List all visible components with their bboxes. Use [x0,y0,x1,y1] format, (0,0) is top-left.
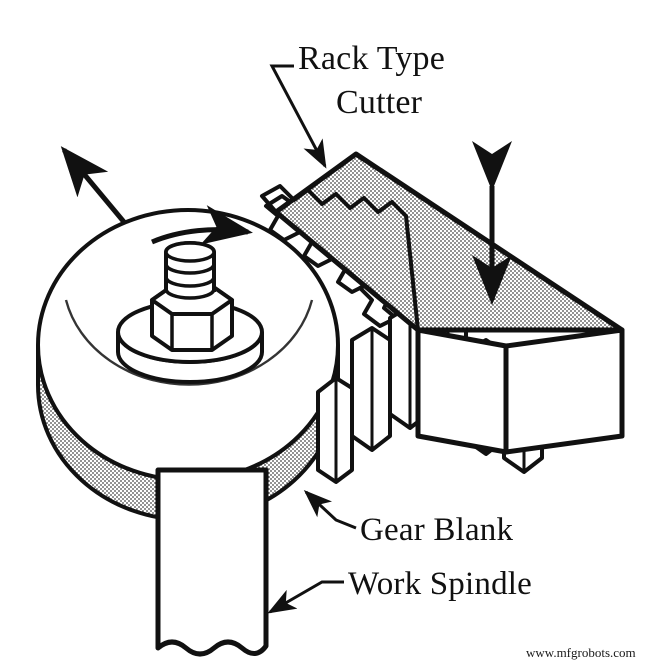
leader-work-spindle [267,580,344,614]
leader-gear-blank [303,489,357,530]
feed-arrow [60,146,126,224]
rack-cutter [260,151,625,455]
label-rack-type-cutter-line2: Cutter [336,84,423,121]
stud-thread-ring [164,276,216,288]
work-spindle [155,467,269,657]
rack-cutter-teeth-profile [260,184,420,332]
rack-cutter-front-face [415,327,509,455]
label-gear-blank: Gear Blank [360,512,514,548]
clamping-assembly [116,241,264,384]
leader-rack-cutter [269,64,327,169]
stud-thread-ring [164,241,216,263]
label-work-spindle: Work Spindle [348,566,532,602]
stud-thread-ring [164,263,216,275]
work-spindle-shaft [155,467,269,657]
watermark: www.mfgrobots.com [526,645,636,660]
rotation-arrow [151,205,253,245]
label-rack-type-cutter-line1: Rack Type [298,40,446,77]
rack-cutter-end-face [503,327,625,455]
gear-blank-inner-arc [64,299,314,386]
stud-thread-ring [164,288,216,300]
